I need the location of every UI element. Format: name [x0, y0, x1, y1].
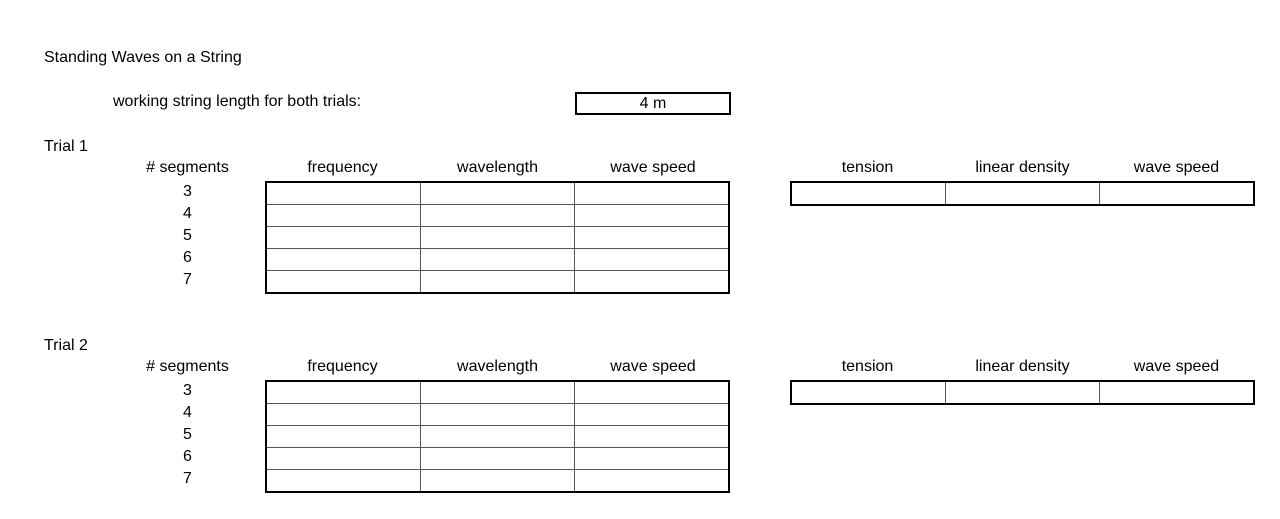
cell-wavelength[interactable]: [420, 248, 575, 271]
table-row: [265, 403, 730, 426]
cell-wave-speed[interactable]: [574, 469, 730, 493]
t1-segment-row-label: 7: [183, 271, 192, 288]
table-row: [265, 226, 730, 249]
t1-data-table: [265, 181, 730, 294]
t2-wavelength-header: wavelength: [457, 358, 538, 375]
cell-linear-density[interactable]: [945, 380, 1100, 405]
string-length-value: 4 m: [639, 95, 667, 112]
cell-frequency[interactable]: [265, 204, 421, 227]
t2-wave-speed-right-header: wave speed: [1133, 358, 1220, 375]
t2-segment-row-label: 4: [183, 404, 192, 421]
cell-frequency[interactable]: [265, 380, 421, 404]
cell-tension[interactable]: [790, 380, 946, 405]
t1-segment-row-label: 4: [183, 205, 192, 222]
cell-frequency[interactable]: [265, 226, 421, 249]
t1-segments-header: # segments: [146, 159, 229, 176]
cell-wave-speed[interactable]: [574, 380, 730, 404]
cell-wavelength[interactable]: [420, 447, 575, 470]
cell-wave-speed[interactable]: [574, 204, 730, 227]
t2-segment-row-label: 3: [183, 382, 192, 399]
t1-wave-speed-header: wave speed: [610, 159, 696, 176]
cell-tension[interactable]: [790, 181, 946, 206]
t1-wavelength-header: wavelength: [457, 159, 538, 176]
t2-segment-row-label: 5: [183, 426, 192, 443]
t1-frequency-header: frequency: [307, 159, 378, 176]
t2-tension-header: tension: [841, 358, 894, 375]
trial-1-label: Trial 1: [44, 138, 88, 155]
table-row: [265, 181, 730, 205]
t2-segment-row-label: 7: [183, 470, 192, 487]
cell-wavelength[interactable]: [420, 469, 575, 493]
t1-wave-speed-right-header: wave speed: [1133, 159, 1220, 176]
t1-linear-density-header: linear density: [975, 159, 1070, 176]
cell-frequency[interactable]: [265, 181, 421, 205]
cell-wave-speed[interactable]: [574, 447, 730, 470]
t1-segment-row-label: 3: [183, 183, 192, 200]
t2-linear-density-header: linear density: [975, 358, 1070, 375]
t2-data-table: [265, 380, 730, 493]
table-row: [265, 447, 730, 470]
cell-wave-speed[interactable]: [1099, 380, 1255, 405]
t1-segment-row-label: 6: [183, 249, 192, 266]
cell-wavelength[interactable]: [420, 181, 575, 205]
cell-wave-speed[interactable]: [574, 270, 730, 294]
cell-frequency[interactable]: [265, 447, 421, 470]
cell-wavelength[interactable]: [420, 380, 575, 404]
t1-tension-table: [790, 181, 1255, 206]
table-row: [265, 270, 730, 294]
cell-wavelength[interactable]: [420, 226, 575, 249]
t1-segment-row-label: 5: [183, 227, 192, 244]
table-row: [265, 469, 730, 493]
cell-wavelength[interactable]: [420, 270, 575, 294]
cell-wave-speed[interactable]: [574, 403, 730, 426]
table-row: [265, 380, 730, 404]
cell-linear-density[interactable]: [945, 181, 1100, 206]
string-length-label: working string length for both trials:: [113, 93, 362, 110]
cell-frequency[interactable]: [265, 469, 421, 493]
table-row: [790, 380, 1255, 405]
cell-frequency[interactable]: [265, 403, 421, 426]
table-row: [265, 204, 730, 227]
t2-segment-row-label: 6: [183, 448, 192, 465]
table-row: [265, 248, 730, 271]
t2-frequency-header: frequency: [307, 358, 378, 375]
t2-tension-table: [790, 380, 1255, 405]
t2-wave-speed-header: wave speed: [610, 358, 696, 375]
cell-wavelength[interactable]: [420, 204, 575, 227]
cell-wavelength[interactable]: [420, 425, 575, 448]
t1-tension-header: tension: [841, 159, 894, 176]
cell-wave-speed[interactable]: [574, 425, 730, 448]
cell-wave-speed[interactable]: [574, 248, 730, 271]
cell-frequency[interactable]: [265, 425, 421, 448]
table-row: [265, 425, 730, 448]
cell-wavelength[interactable]: [420, 403, 575, 426]
cell-frequency[interactable]: [265, 270, 421, 294]
table-row: [790, 181, 1255, 206]
cell-wave-speed[interactable]: [574, 226, 730, 249]
page-title: Standing Waves on a String: [44, 49, 242, 66]
cell-wave-speed[interactable]: [574, 181, 730, 205]
cell-frequency[interactable]: [265, 248, 421, 271]
trial-2-label: Trial 2: [44, 337, 88, 354]
cell-wave-speed[interactable]: [1099, 181, 1255, 206]
string-length-input[interactable]: 4 m: [575, 92, 731, 115]
t2-segments-header: # segments: [146, 358, 229, 375]
